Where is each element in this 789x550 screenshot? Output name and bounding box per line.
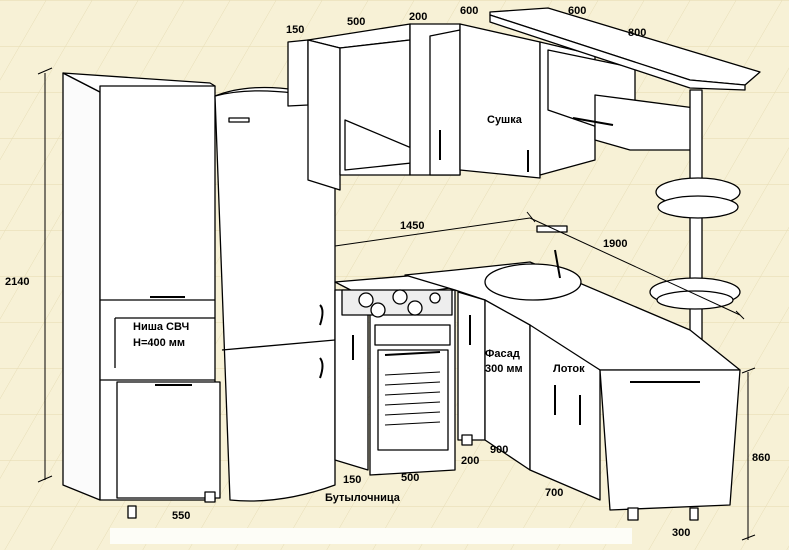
label-tray: Лоток [553,363,585,375]
dim-upper-600-left: 600 [460,5,479,17]
dim-base-200: 200 [461,455,480,467]
label-facade-line1: Фасад [485,348,520,360]
dimension-lines [37,67,756,541]
tall-cabinet [62,72,221,519]
label-microwave-line1: Ниша СВЧ [133,321,190,333]
label-facade-line2: 300 мм [485,363,523,375]
bottom-strip [110,528,632,544]
sink-counter [404,225,741,521]
label-dryer: Сушка [487,114,522,126]
dim-upper-600-right: 600 [568,5,587,17]
upper-cabinets [287,23,696,191]
label-microwave-line2: H=400 мм [133,337,186,349]
dim-height-2140: 2140 [5,276,30,288]
dim-base-150: 150 [343,474,362,486]
dim-run-1900: 1900 [603,238,628,250]
dim-height-860: 860 [752,452,771,464]
label-bottle-holder: Бутылочница [325,492,400,504]
dim-base-550: 550 [172,510,191,522]
dim-run-1450: 1450 [400,220,425,232]
dim-base-700: 700 [545,487,564,499]
refrigerator [214,86,336,502]
dim-base-900: 900 [490,444,509,456]
dim-upper-200: 200 [409,11,428,23]
dim-upper-150: 150 [286,24,305,36]
bar-counter [489,7,761,371]
dim-upper-800: 800 [628,27,647,39]
dim-upper-500: 500 [347,16,366,28]
base-cabinets [334,271,471,476]
dim-base-500: 500 [401,472,420,484]
dim-base-300: 300 [672,527,691,539]
